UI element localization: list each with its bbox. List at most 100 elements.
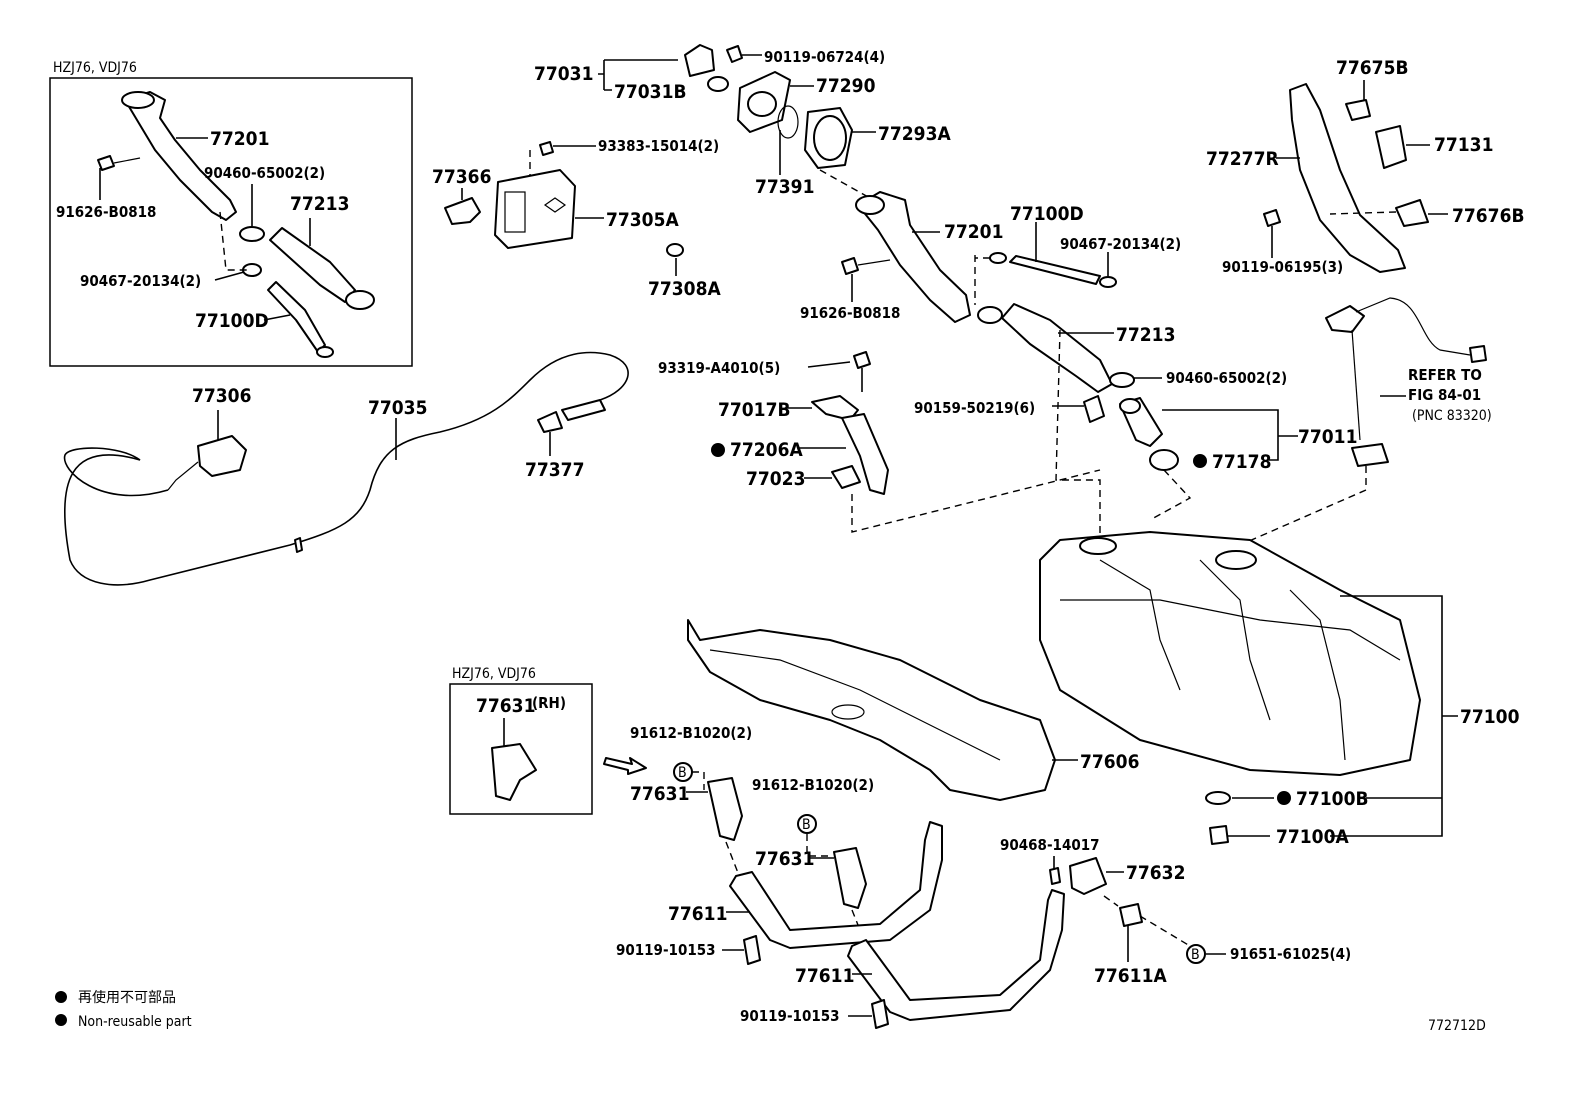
strap-77611-lower[interactable] (847, 889, 1065, 1021)
label-91626-inset: 91626-B0818 (56, 203, 156, 221)
plate-hole (747, 91, 777, 117)
label-77017B: 77017B (718, 399, 791, 421)
bolt-90119-10153-b[interactable] (871, 999, 889, 1029)
clamp-77100D-right (1099, 276, 1117, 288)
cap-77031[interactable] (684, 44, 715, 77)
label-91612-b: 91612-B1020(2) (752, 776, 874, 794)
label-77308A: 77308A (648, 278, 721, 300)
label-77178: 77178 (1212, 451, 1271, 473)
legend-dot-1 (55, 991, 67, 1003)
protector-77606[interactable] (687, 619, 1056, 801)
label-90460: 90460-65002(2) (1166, 369, 1287, 387)
label-90119-10153-b: 90119-10153 (740, 1007, 840, 1025)
clamp-90460[interactable] (1109, 372, 1135, 388)
inset-title-top-left: HZJ76, VDJ76 (53, 60, 137, 76)
label-77100D: 77100D (1010, 203, 1084, 225)
lever-77306[interactable] (197, 435, 247, 477)
label-77100D-inset: 77100D (195, 310, 269, 332)
inset-box-bottom-left (449, 683, 593, 815)
label-77100A: 77100A (1276, 826, 1349, 848)
bracket-77631-rh[interactable] (491, 743, 537, 801)
label-93383: 93383-15014(2) (598, 137, 719, 155)
bolt-90119-06195[interactable] (1263, 209, 1281, 227)
pin-90468[interactable] (1049, 867, 1061, 885)
filler-pipe-inset[interactable] (124, 91, 237, 221)
hose-77213[interactable] (1001, 303, 1113, 393)
bracket-77277R[interactable] (1289, 83, 1406, 273)
label-77306: 77306 (192, 385, 251, 407)
sender-gauge[interactable] (1351, 443, 1389, 467)
badge-b-3-text: B (1191, 947, 1200, 963)
bolt-93319[interactable] (853, 351, 871, 369)
clamp-77100D-left (989, 252, 1007, 264)
filler-pipe-mouth-inset (121, 91, 155, 109)
cushion-77100A[interactable] (1209, 825, 1229, 845)
label-77293A: 77293A (878, 123, 951, 145)
label-90119-10153-a: 90119-10153 (616, 941, 716, 959)
cable-77035[interactable] (63, 351, 629, 586)
label-refer2: FIG 84-01 (1408, 386, 1481, 404)
label-77675B: 77675B (1336, 57, 1409, 79)
label-77631-rh: 77631 (476, 695, 535, 717)
bracket-77632[interactable] (1069, 857, 1107, 895)
figure-id: 772712D (1428, 1018, 1486, 1034)
label-77305A: 77305A (606, 209, 679, 231)
fuel-tank-77100[interactable] (1039, 531, 1421, 776)
label-77611A: 77611A (1094, 965, 1167, 987)
bracket-77631-a[interactable] (707, 777, 743, 841)
clip-77023[interactable] (831, 465, 861, 489)
label-refer3: (PNC 83320) (1412, 408, 1492, 424)
label-90119-06724: 90119-06724(4) (764, 48, 885, 66)
badge-b-3 (1186, 944, 1206, 964)
label-93319: 93319-A4010(5) (658, 359, 780, 377)
cover-77305A[interactable] (494, 169, 576, 249)
hose-77100D[interactable] (1009, 255, 1101, 285)
bracket-77631-b[interactable] (833, 847, 867, 909)
screw-93383[interactable] (539, 141, 554, 156)
cable-joint (294, 537, 303, 553)
gasket-77178[interactable] (1149, 449, 1179, 471)
label-77100: 77100 (1460, 706, 1520, 728)
plate-77131[interactable] (1375, 125, 1407, 169)
sender-connector (1469, 345, 1487, 363)
tank-port-1 (1079, 537, 1117, 555)
sender-wire (1355, 297, 1471, 356)
clip-77675B[interactable] (1345, 99, 1371, 121)
label-77377: 77377 (525, 459, 584, 481)
bolt-77611A[interactable] (1119, 903, 1143, 927)
hose-77213-inset[interactable] (269, 227, 356, 303)
label-77011: 77011 (1298, 426, 1357, 448)
badge-b-2 (797, 814, 817, 834)
bolt-90159[interactable] (1083, 395, 1105, 423)
screw-90119-06724[interactable] (726, 45, 743, 63)
label-90460-inset: 90460-65002(2) (204, 164, 325, 182)
clip-77366[interactable] (444, 197, 481, 225)
non-reusable-dot-77100B (1277, 791, 1291, 805)
bolt-90119-10153-a[interactable] (743, 935, 761, 965)
gasket-77100B[interactable] (1205, 791, 1231, 805)
label-77277R: 77277R (1206, 148, 1279, 170)
ring-77391[interactable] (777, 105, 799, 139)
badge-b-2-text: B (802, 817, 811, 833)
legend-dot-2 (55, 1014, 67, 1026)
arrow-indicator (603, 757, 647, 775)
bracket-77206A[interactable] (841, 413, 889, 495)
bolt-91626[interactable] (841, 257, 859, 275)
label-77611-a: 77611 (668, 903, 727, 925)
filler-pipe-77201[interactable] (857, 191, 971, 323)
gasket-77031B[interactable] (707, 76, 729, 92)
clip-77377[interactable] (537, 411, 563, 433)
label-77201-inset: 77201 (210, 128, 269, 150)
label-77023: 77023 (746, 468, 805, 490)
bolt-91626-inset[interactable] (97, 155, 115, 171)
strap-77611-upper[interactable] (729, 821, 943, 949)
clamp-90460-inset[interactable] (239, 226, 265, 242)
label-90159: 90159-50219(6) (914, 399, 1035, 417)
label-90467-inset: 90467-20134(2) (80, 272, 201, 290)
hose-77100D-inset[interactable] (267, 281, 326, 353)
label-77031B: 77031B (614, 81, 687, 103)
grommet-77308A[interactable] (666, 243, 684, 257)
clip-77676B[interactable] (1395, 199, 1429, 227)
